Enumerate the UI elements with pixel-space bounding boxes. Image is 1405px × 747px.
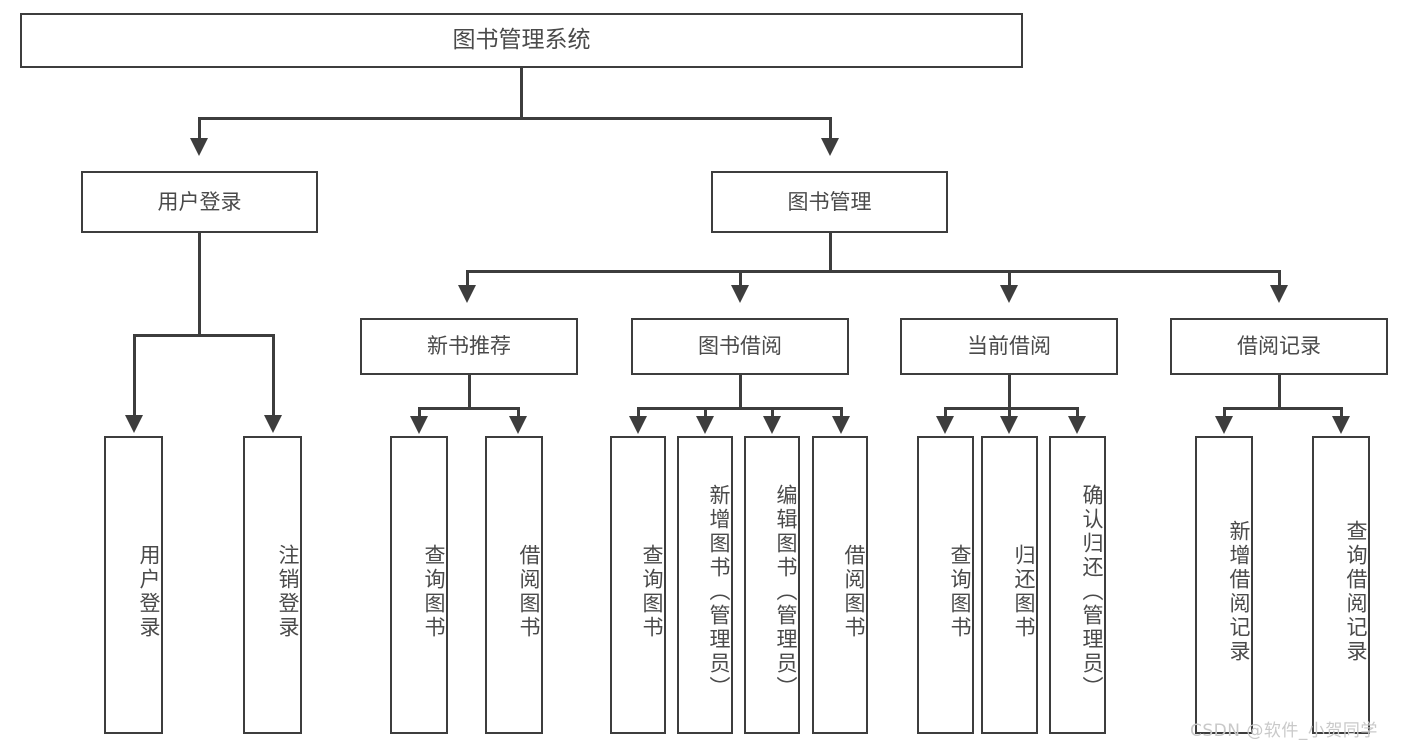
arrowhead-bb-borrow xyxy=(832,416,850,434)
connector-drop-bb-query xyxy=(637,407,640,419)
connector-user-login-stem xyxy=(198,233,201,335)
leaf-confirm-return-admin[interactable]: 确认归还（管理员） xyxy=(1049,436,1106,734)
connector-drop-cb-confirm xyxy=(1076,407,1079,419)
node-label: 借阅图书 xyxy=(842,544,866,640)
leaf-query-book-current[interactable]: 查询图书 xyxy=(917,436,974,734)
node-label: 新书推荐 xyxy=(427,334,511,359)
connector-drop-cb-query xyxy=(944,407,947,419)
node-label: 编辑图书（管理员） xyxy=(774,484,798,700)
connector-drop-leaf-logout xyxy=(272,334,275,418)
arrowhead-leaf-logout xyxy=(264,415,282,433)
connector-drop-nb-borrow xyxy=(517,407,520,419)
connector-drop-br-query xyxy=(1340,407,1343,419)
arrowhead-nb-borrow xyxy=(509,416,527,434)
connector-drop-book-borrow xyxy=(739,270,742,287)
node-label: 查询图书 xyxy=(422,544,446,640)
leaf-add-book-admin[interactable]: 新增图书（管理员） xyxy=(677,436,733,734)
connector-current-borrow-bus xyxy=(944,407,1078,410)
leaf-add-borrow-record[interactable]: 新增借阅记录 xyxy=(1195,436,1253,734)
leaf-user-login[interactable]: 用户登录 xyxy=(104,436,163,734)
node-new-book-recommend[interactable]: 新书推荐 xyxy=(360,318,578,375)
node-borrow-record[interactable]: 借阅记录 xyxy=(1170,318,1388,375)
node-label: 借阅记录 xyxy=(1237,334,1321,359)
leaf-query-book-borrow[interactable]: 查询图书 xyxy=(610,436,666,734)
connector-drop-current-borrow xyxy=(1008,270,1011,287)
connector-drop-bb-edit xyxy=(771,407,774,419)
connector-drop-bb-borrow xyxy=(840,407,843,419)
connector-drop-nb-query xyxy=(418,407,421,419)
arrowhead-bb-edit xyxy=(763,416,781,434)
connector-current-borrow-stem xyxy=(1008,375,1011,408)
node-user-login[interactable]: 用户登录 xyxy=(81,171,318,233)
connector-root-bus xyxy=(198,117,832,120)
connector-new-book-stem xyxy=(468,375,471,408)
arrowhead-new-book xyxy=(458,285,476,303)
node-label: 借阅图书 xyxy=(517,544,541,640)
node-label: 图书借阅 xyxy=(698,334,782,359)
arrowhead-leaf-user-login xyxy=(125,415,143,433)
arrowhead-br-add xyxy=(1215,416,1233,434)
connector-drop-user-login xyxy=(198,117,201,141)
arrowhead-cb-confirm xyxy=(1068,416,1086,434)
connector-user-login-bus xyxy=(133,334,275,337)
connector-book-manage-bus xyxy=(466,270,1280,273)
node-label: 查询图书 xyxy=(948,544,972,640)
leaf-logout[interactable]: 注销登录 xyxy=(243,436,302,734)
leaf-return-book[interactable]: 归还图书 xyxy=(981,436,1038,734)
watermark: CSDN @软件_小贺同学 xyxy=(1190,721,1378,741)
arrowhead-book-borrow xyxy=(731,285,749,303)
node-label: 归还图书 xyxy=(1012,544,1036,640)
connector-book-borrow-stem xyxy=(739,375,742,408)
node-label: 图书管理系统 xyxy=(452,26,591,53)
arrowhead-user-login xyxy=(190,138,208,156)
connector-drop-borrow-record xyxy=(1278,270,1281,287)
node-label: 新增图书（管理员） xyxy=(707,484,731,700)
arrowhead-nb-query xyxy=(410,416,428,434)
connector-drop-cb-return xyxy=(1008,407,1011,419)
arrowhead-borrow-record xyxy=(1270,285,1288,303)
connector-drop-bb-add xyxy=(704,407,707,419)
connector-root-stem xyxy=(520,68,523,118)
node-label: 查询图书 xyxy=(640,544,664,640)
leaf-query-borrow-record[interactable]: 查询借阅记录 xyxy=(1312,436,1370,734)
node-root-system[interactable]: 图书管理系统 xyxy=(20,13,1023,68)
leaf-query-book-newbook[interactable]: 查询图书 xyxy=(390,436,448,734)
arrowhead-bb-query xyxy=(629,416,647,434)
connector-drop-leaf-user-login xyxy=(133,334,136,418)
connector-new-book-bus xyxy=(418,407,519,410)
node-label: 当前借阅 xyxy=(967,334,1051,359)
connector-borrow-record-bus xyxy=(1223,407,1342,410)
arrowhead-book-manage xyxy=(821,138,839,156)
arrowhead-current-borrow xyxy=(1000,285,1018,303)
arrowhead-br-query xyxy=(1332,416,1350,434)
connector-borrow-record-stem xyxy=(1278,375,1281,408)
connector-book-manage-stem xyxy=(829,233,832,271)
node-label: 用户登录 xyxy=(157,189,242,214)
node-label: 确认归还（管理员） xyxy=(1080,484,1104,700)
connector-drop-br-add xyxy=(1223,407,1226,419)
node-label: 查询借阅记录 xyxy=(1344,520,1368,664)
connector-book-borrow-bus xyxy=(637,407,842,410)
arrowhead-cb-return xyxy=(1000,416,1018,434)
connector-drop-new-book xyxy=(466,270,469,287)
node-current-borrow[interactable]: 当前借阅 xyxy=(900,318,1118,375)
node-book-borrow[interactable]: 图书借阅 xyxy=(631,318,849,375)
connector-drop-book-manage xyxy=(829,117,832,141)
node-label: 图书管理 xyxy=(787,189,872,214)
leaf-borrow-book-newbook[interactable]: 借阅图书 xyxy=(485,436,543,734)
node-label: 注销登录 xyxy=(276,544,300,640)
arrowhead-bb-add xyxy=(696,416,714,434)
leaf-borrow-book[interactable]: 借阅图书 xyxy=(812,436,868,734)
leaf-edit-book-admin[interactable]: 编辑图书（管理员） xyxy=(744,436,800,734)
arrowhead-cb-query xyxy=(936,416,954,434)
node-book-manage[interactable]: 图书管理 xyxy=(711,171,948,233)
node-label: 新增借阅记录 xyxy=(1227,520,1251,664)
node-label: 用户登录 xyxy=(137,544,161,640)
